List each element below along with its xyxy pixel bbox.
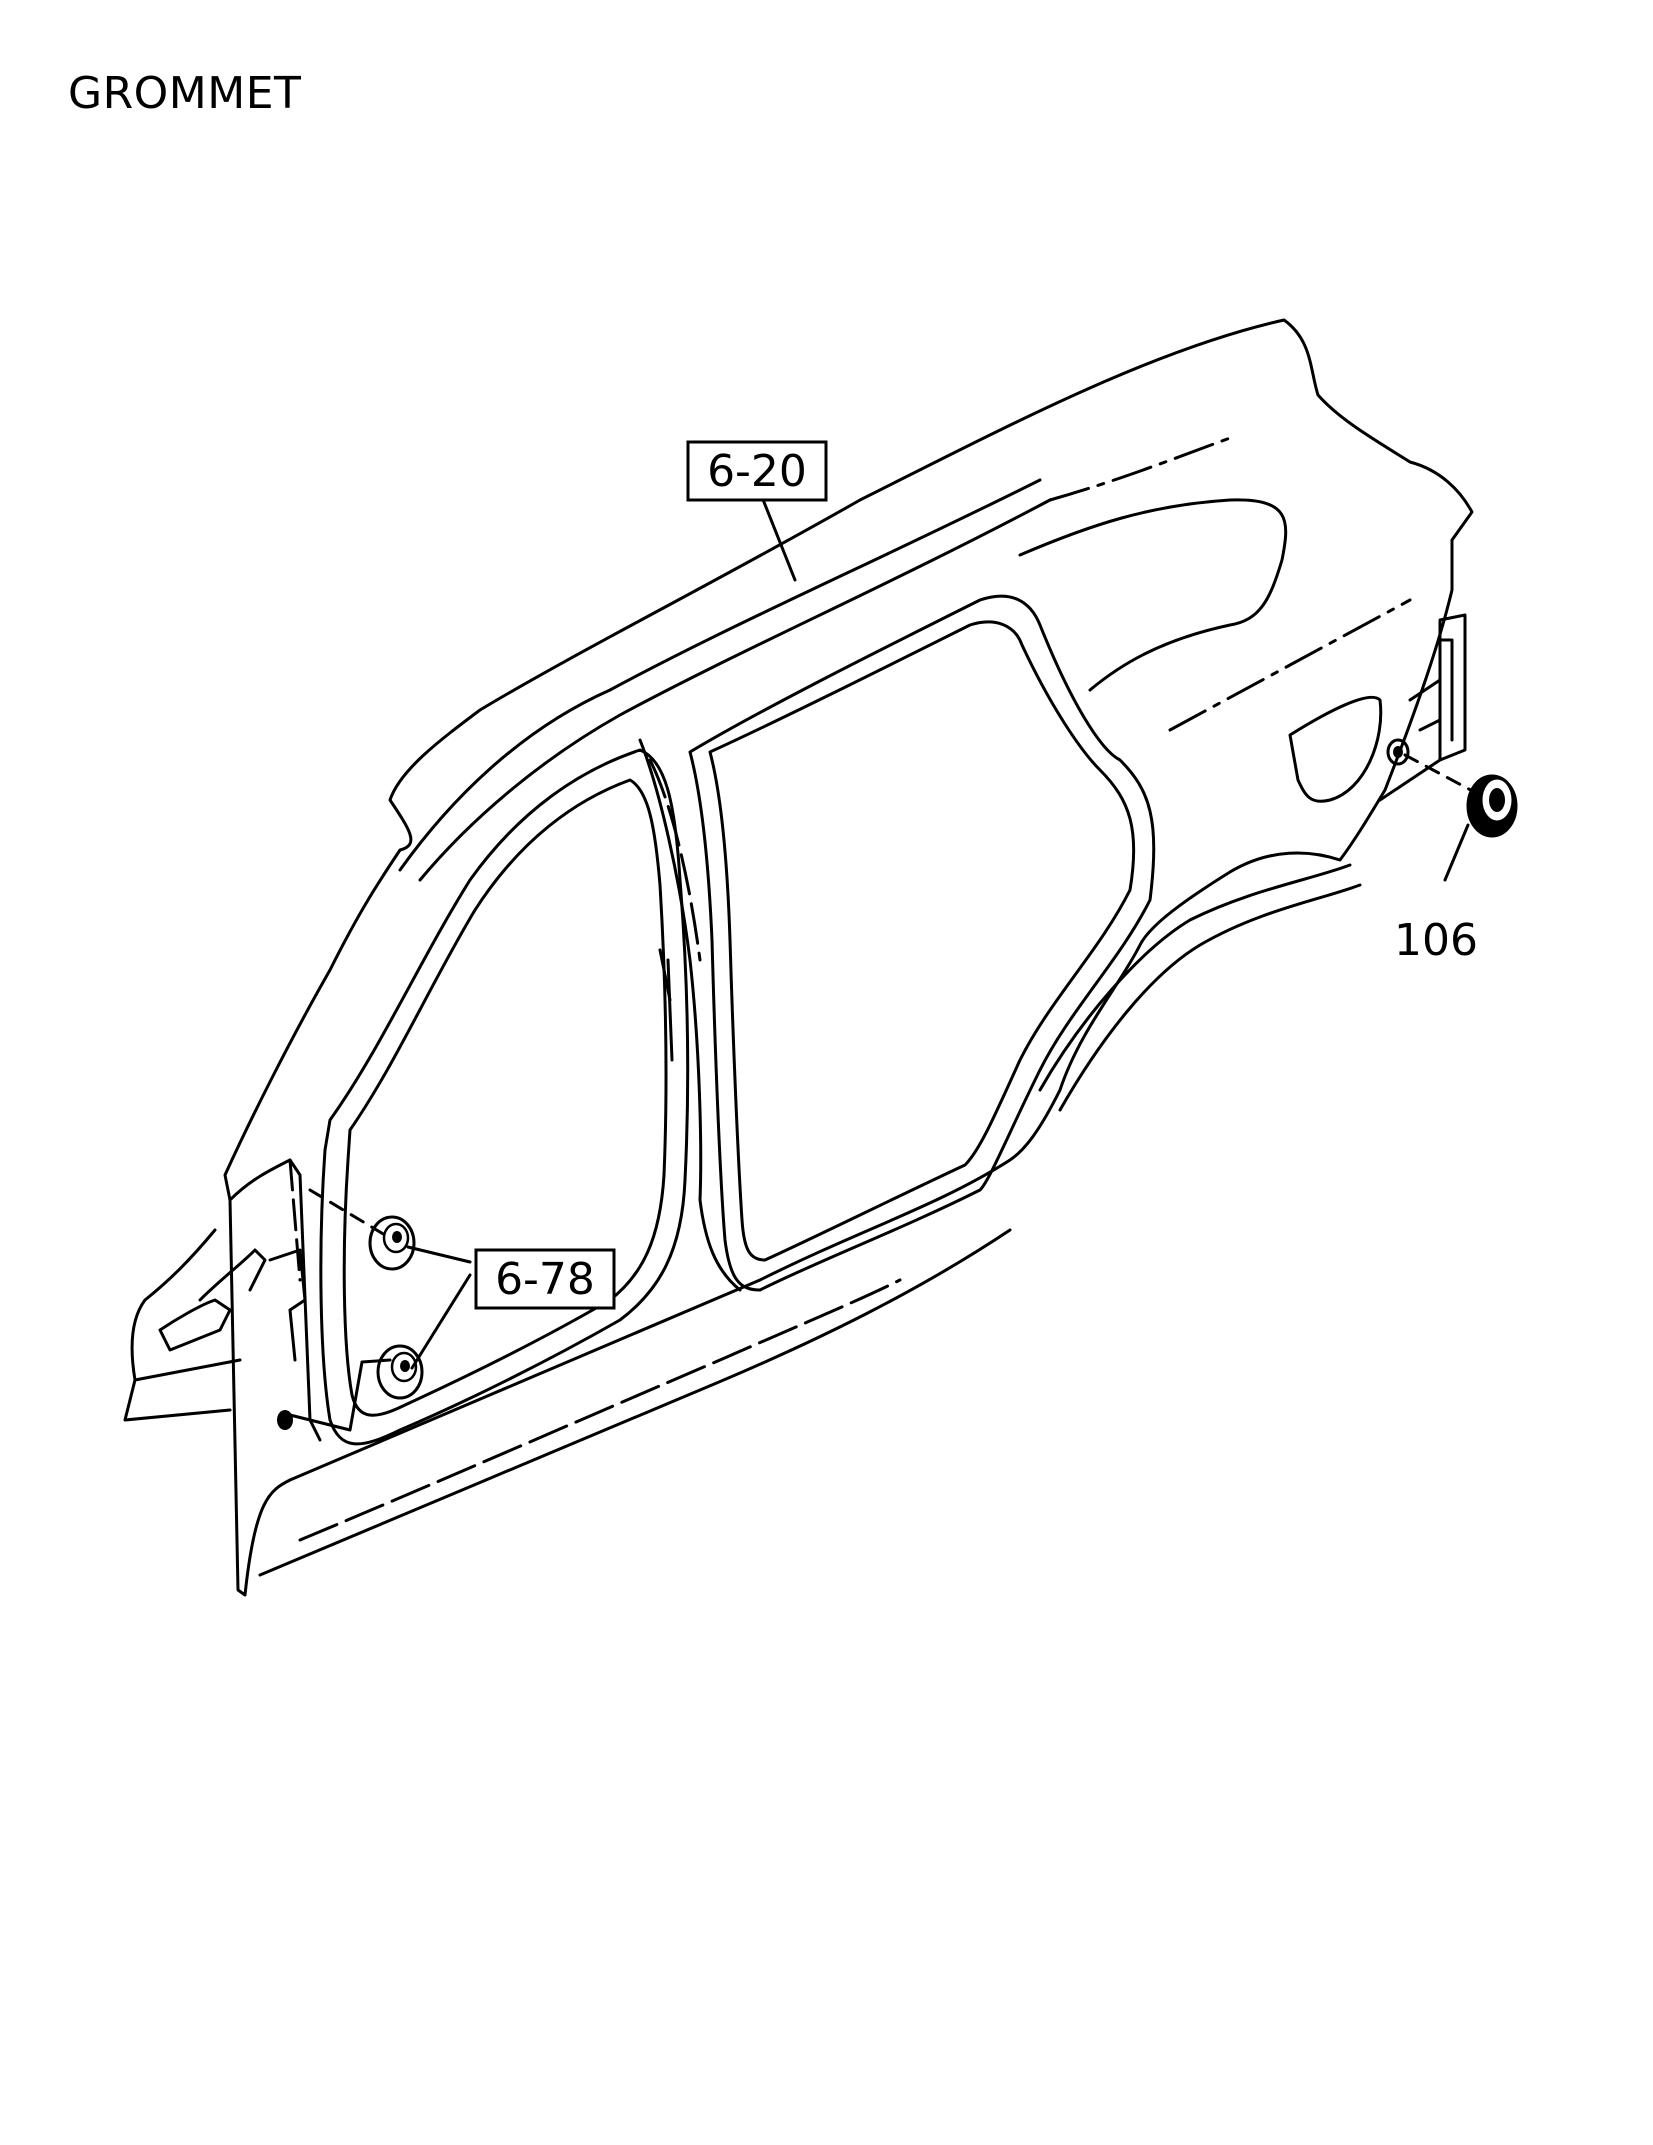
rear-door-opening-inner xyxy=(708,620,1136,1262)
grommet-rear xyxy=(1466,774,1518,838)
front-pillar xyxy=(228,1158,322,1442)
b-pillar xyxy=(638,738,742,1292)
hole-rear xyxy=(1386,738,1410,766)
leader-6-78-lower xyxy=(410,1273,472,1370)
callout-6-78: 6-78 xyxy=(474,1248,616,1310)
callout-106-label: 106 xyxy=(1394,915,1478,966)
leader-6-78-upper xyxy=(406,1245,472,1264)
leader-106 xyxy=(1443,823,1470,882)
rocker-sill xyxy=(258,1228,1012,1577)
callout-106: 106 xyxy=(1394,915,1478,966)
front-door-opening-inner xyxy=(342,778,668,1417)
callout-6-20-label: 6-20 xyxy=(707,446,807,497)
hole-front-lower xyxy=(277,1410,293,1430)
panel-outer-outline xyxy=(223,318,1474,1597)
rear-panel-flange xyxy=(1438,613,1467,762)
leader-6-20 xyxy=(756,485,797,582)
rear-quarter-window xyxy=(1018,498,1288,692)
callout-6-78-label: 6-78 xyxy=(495,1254,595,1305)
front-door-opening-outer xyxy=(319,748,690,1446)
page-title: GROMMET xyxy=(68,68,302,119)
grommet-front-upper xyxy=(368,1215,416,1271)
rear-wheel-arch xyxy=(1038,863,1352,1092)
callout-6-20: 6-20 xyxy=(686,440,828,502)
grommet-front-lower xyxy=(376,1344,424,1400)
fuel-lid-opening xyxy=(1288,695,1383,803)
rear-door-opening-outer xyxy=(688,594,1156,1292)
